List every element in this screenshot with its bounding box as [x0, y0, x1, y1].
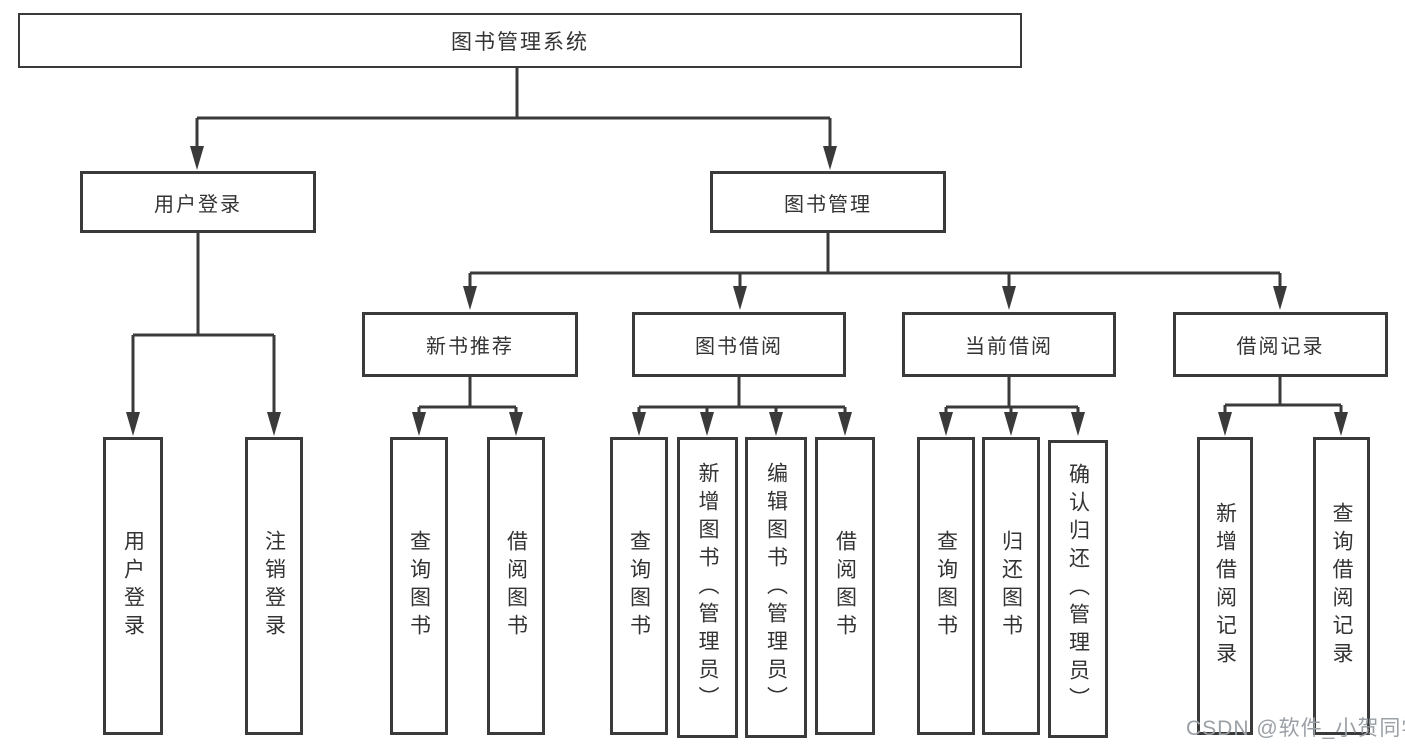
node-label: 用户登录 [121, 530, 145, 642]
node-leaf-query-borrow-record: 查询借阅记录 [1313, 437, 1370, 735]
node-leaf-logout: 注销登录 [245, 437, 303, 735]
node-library-management-system: 图书管理系统 [18, 13, 1022, 68]
connector-user-login-to-leaves [126, 233, 281, 436]
node-leaf-user-login: 用户登录 [103, 437, 163, 735]
node-book-management: 图书管理 [710, 171, 946, 233]
connector-root-to-level2 [190, 68, 837, 170]
node-label: 用户登录 [154, 193, 242, 216]
node-label: 查询借阅记录 [1330, 502, 1353, 670]
node-label: 注销登录 [262, 530, 286, 642]
node-label: 借阅图书 [504, 530, 528, 642]
node-label: 查询图书 [627, 530, 651, 642]
node-label: 查询图书 [407, 530, 431, 642]
node-label: 新增图书（管理员） [696, 461, 719, 714]
node-current-borrow: 当前借阅 [902, 312, 1116, 377]
node-label: 确认归还（管理员） [1066, 463, 1090, 715]
node-user-login: 用户登录 [80, 171, 316, 233]
node-leaf-edit-books-admin: 编辑图书（管理员） [745, 437, 807, 738]
node-leaf-return-books: 归还图书 [982, 437, 1040, 735]
connector-book-management-to-level3 [463, 233, 1287, 310]
node-leaf-add-books-admin: 新增图书（管理员） [677, 437, 738, 738]
node-label: 借阅记录 [1236, 336, 1325, 358]
node-leaf-recommend-borrow-books: 借阅图书 [487, 437, 545, 735]
node-leaf-current-query-books: 查询图书 [917, 437, 975, 735]
node-label: 新增借阅记录 [1213, 502, 1237, 670]
node-new-book-recommend: 新书推荐 [362, 312, 578, 377]
node-label: 归还图书 [999, 530, 1023, 642]
node-label: 图书管理系统 [451, 30, 589, 54]
connector-current-borrow-to-leaves [939, 377, 1085, 436]
node-leaf-confirm-return-admin: 确认归还（管理员） [1048, 440, 1108, 738]
node-label: 查询图书 [934, 530, 958, 642]
connector-borrow-record-to-leaves [1218, 377, 1348, 436]
node-book-borrow: 图书借阅 [632, 312, 846, 377]
node-label: 当前借阅 [965, 336, 1053, 358]
node-label: 新书推荐 [426, 336, 514, 358]
node-label: 借阅图书 [833, 530, 857, 642]
node-leaf-add-borrow-record: 新增借阅记录 [1197, 437, 1253, 735]
node-leaf-recommend-query-books: 查询图书 [390, 437, 448, 735]
node-leaf-borrow-query-books: 查询图书 [610, 437, 668, 735]
connector-new-book-recommend-to-leaves [412, 377, 523, 436]
node-label: 图书管理 [784, 193, 872, 216]
node-borrow-record: 借阅记录 [1173, 312, 1388, 377]
connector-book-borrow-to-leaves [632, 377, 852, 436]
node-leaf-borrow-borrow-books: 借阅图书 [815, 437, 875, 735]
node-label: 编辑图书（管理员） [764, 461, 788, 714]
csdn-watermark: CSDN @软件_小贺同学 [1186, 717, 1405, 740]
node-label: 图书借阅 [695, 336, 783, 358]
